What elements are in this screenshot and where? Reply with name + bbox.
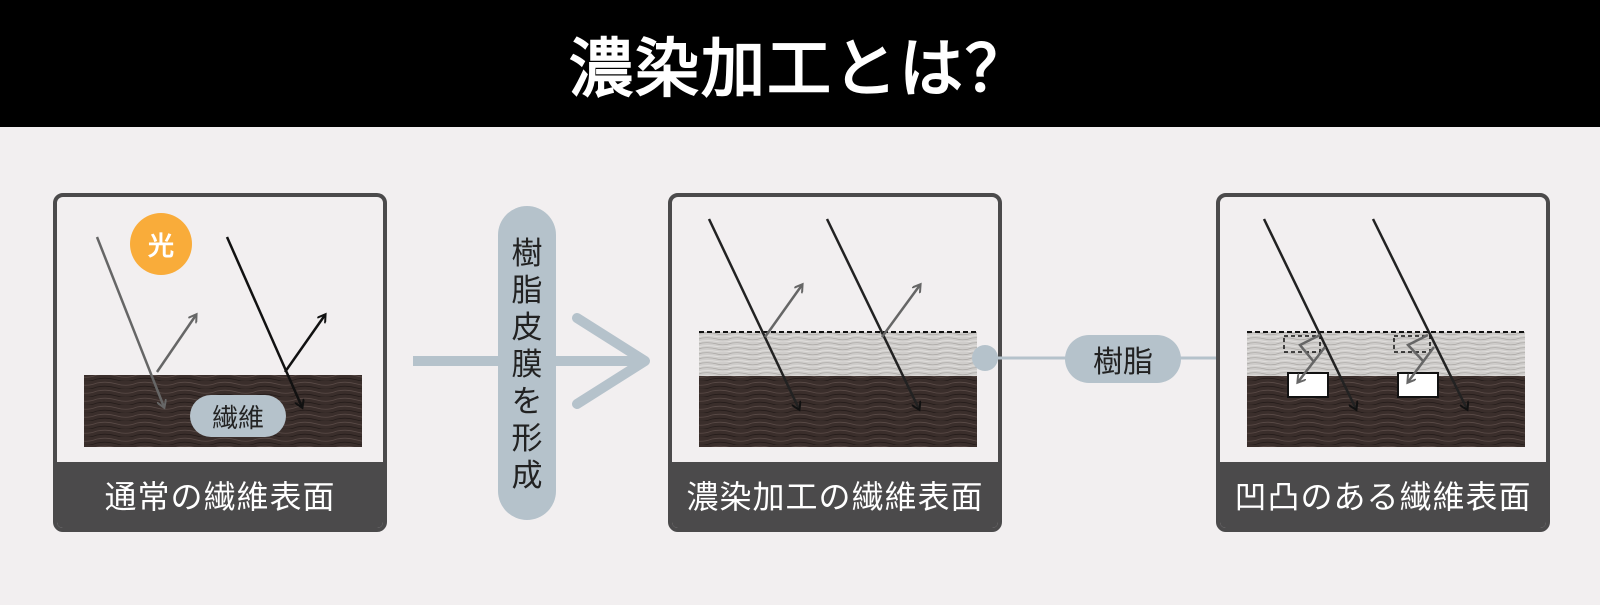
fiber-label: 繊維 — [190, 395, 286, 437]
light-ray-2 — [825, 218, 919, 409]
light-icon: 光 — [130, 213, 192, 275]
process-pill: 樹脂皮膜を形成 — [498, 206, 556, 520]
reflect-ray-2 — [880, 285, 920, 338]
resin-layer — [699, 332, 977, 376]
surface-pit — [1397, 372, 1439, 398]
reflect-ray-gray — [155, 315, 196, 373]
panel-caption: 通常の繊維表面 — [57, 462, 383, 528]
light-ray-1 — [707, 218, 799, 409]
page-title: 濃染加工とは？ — [569, 32, 1031, 107]
resin-layer — [1247, 332, 1525, 376]
surface-pit — [1287, 372, 1329, 398]
uneven-surface-illustration — [1247, 218, 1525, 447]
panel-uneven-surface: 凹凸のある繊維表面 — [1216, 193, 1550, 532]
panel-caption: 濃染加工の繊維表面 — [672, 462, 998, 528]
process-label: 樹脂皮膜を形成 — [511, 236, 543, 494]
dyed-surface-illustration — [699, 218, 977, 447]
scatter-ray-1 — [1298, 333, 1321, 363]
resin-label: 樹脂 — [1065, 335, 1181, 383]
reflect-ray-black — [283, 315, 325, 373]
reflect-ray-1 — [763, 285, 802, 338]
panel-dyed-surface: 濃染加工の繊維表面 — [668, 193, 1002, 532]
scatter-ray-2 — [1405, 333, 1429, 363]
light-ray-2 — [1371, 218, 1467, 409]
light-ray-gray — [95, 236, 164, 407]
title-bar: 濃染加工とは？ — [0, 0, 1600, 127]
fiber-layer — [699, 376, 977, 447]
panel-normal-surface: 光 繊維 通常の繊維表面 — [53, 193, 387, 532]
panel-caption: 凹凸のある繊維表面 — [1220, 462, 1546, 528]
light-ray-black — [225, 236, 302, 407]
light-ray-1 — [1262, 218, 1356, 409]
